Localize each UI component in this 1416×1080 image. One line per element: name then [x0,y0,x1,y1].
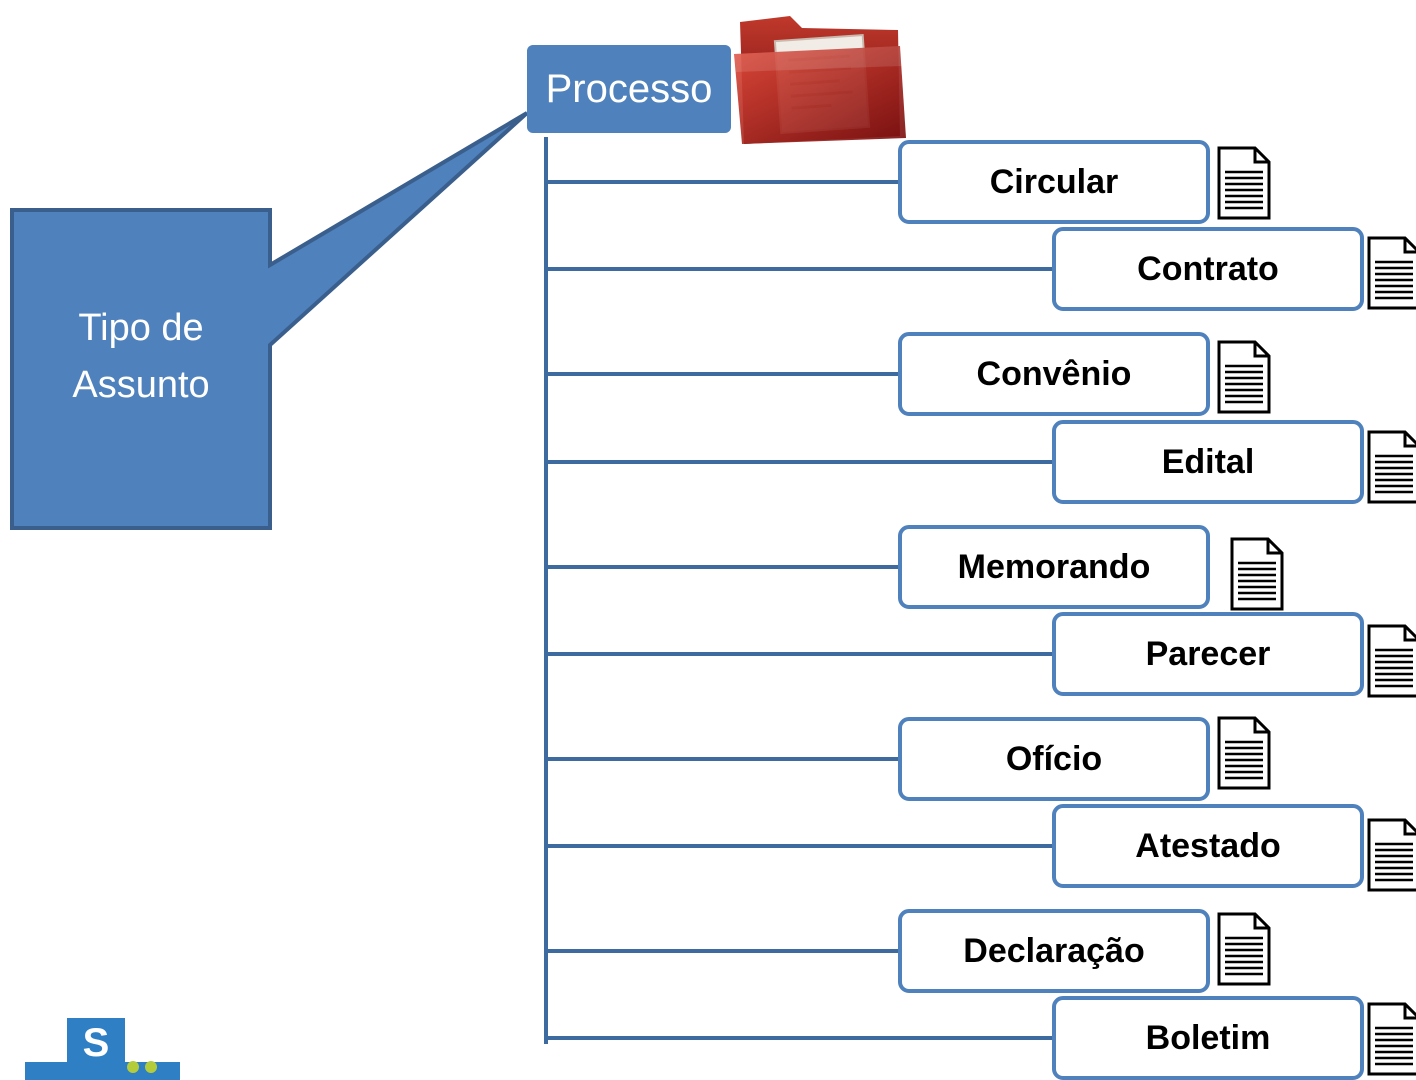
child-label: Memorando [957,547,1151,586]
red-folder-icon [734,16,906,144]
child-node-boletim: Boletim [1052,996,1364,1080]
child-node-convenio: Convênio [898,332,1210,416]
document-icon [1367,624,1416,698]
child-node-oficio: Ofício [898,717,1210,801]
logo-letter: S [83,1021,110,1065]
document-icon [1217,146,1271,220]
child-label: Circular [989,162,1119,201]
child-label: Declaração [963,931,1145,970]
document-icon [1367,236,1416,310]
child-node-circular: Circular [898,140,1210,224]
child-node-contrato: Contrato [1052,227,1364,311]
document-icon [1367,430,1416,504]
root-label: Processo [545,66,713,111]
child-node-memorando: Memorando [898,525,1210,609]
child-node-parecer: Parecer [1052,612,1364,696]
child-label: Convênio [976,354,1132,393]
callout-shape [10,111,529,530]
child-label: Edital [1161,442,1255,481]
child-node-edital: Edital [1052,420,1364,504]
child-label: Ofício [1005,739,1103,778]
root-node-processo: Processo [527,45,731,133]
document-icon [1217,716,1271,790]
document-icon [1217,340,1271,414]
child-node-atestado: Atestado [1052,804,1364,888]
child-label: Contrato [1137,249,1279,288]
child-label: Atestado [1135,826,1281,865]
document-icon [1367,818,1416,892]
logo: S [25,1018,180,1080]
callout-label: Tipo de Assunto [12,300,270,414]
document-icon [1230,537,1284,611]
child-node-declaracao: Declaração [898,909,1210,993]
child-label: Boletim [1145,1018,1271,1057]
document-icon [1217,912,1271,986]
document-icon [1367,1002,1416,1076]
callout-line-1: Tipo de [78,307,204,349]
child-label: Parecer [1145,634,1271,673]
callout-line-2: Assunto [72,364,210,406]
